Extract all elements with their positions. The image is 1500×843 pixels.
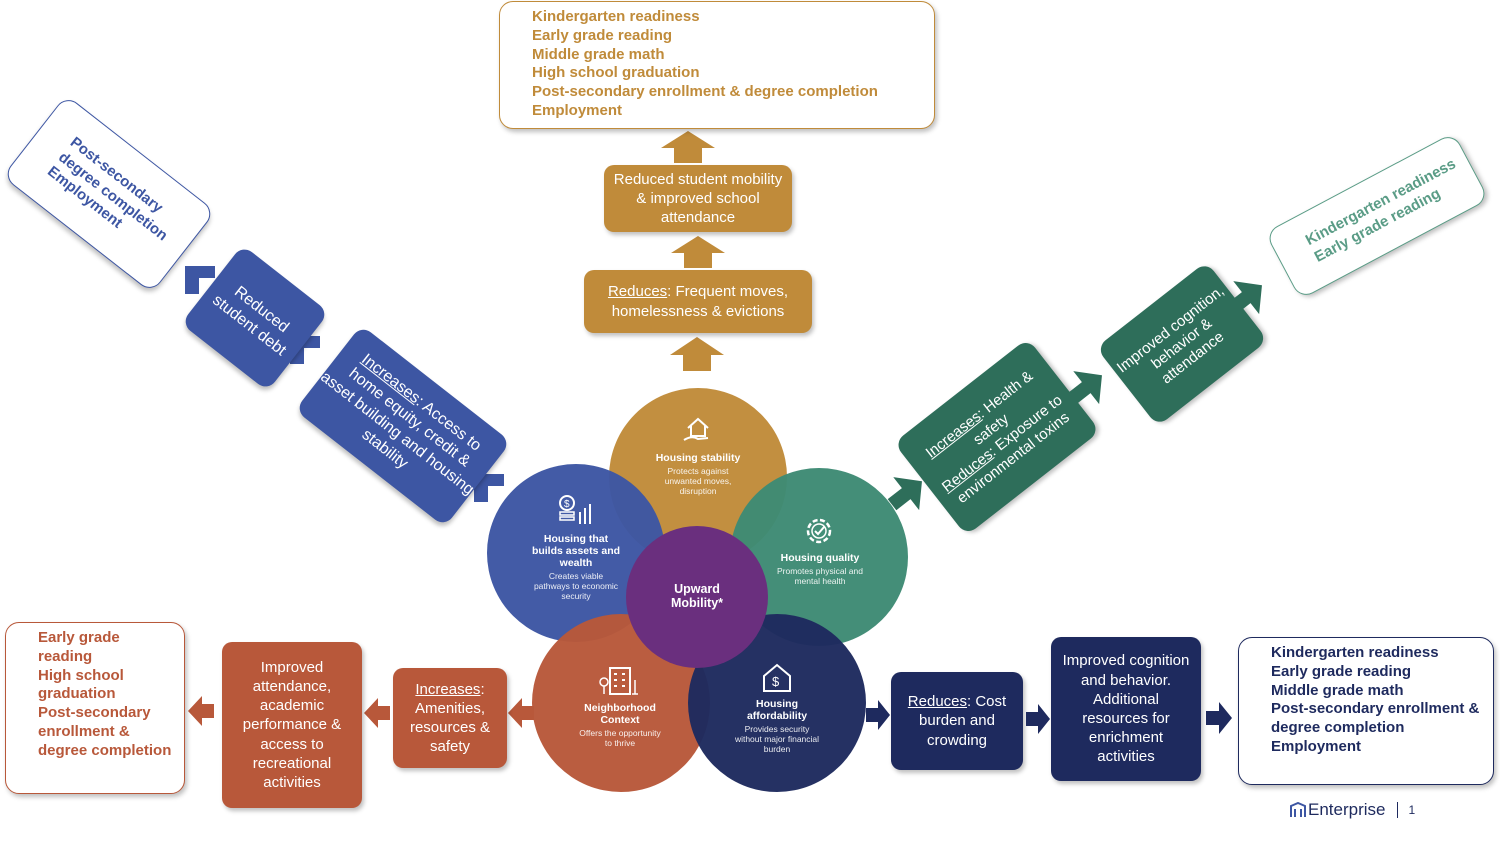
house-hand-icon: [683, 417, 709, 441]
lower-left-increases-box: Increases: Amenities, resources & safety: [393, 668, 507, 768]
arrow-up-icon: [670, 337, 724, 371]
list-item: High school graduation: [38, 666, 124, 703]
arrow-up-left-icon: [185, 266, 215, 294]
list-item: Kindergarten readiness: [1271, 644, 1439, 661]
list-item: High school graduation: [532, 64, 700, 82]
top-mobility-box: Reduced student mobility & improved scho…: [604, 165, 792, 232]
top-outcomes-box: Kindergarten readiness Early grade readi…: [499, 1, 935, 129]
page-number: 1: [1408, 803, 1416, 817]
circle-label-quality: Housing quality Promotes physical and me…: [777, 552, 863, 586]
lower-right-cognition-box: Improved cognition and behavior. Additio…: [1051, 637, 1201, 781]
list-item: Post-secondary enrollment & degree compl…: [1271, 700, 1480, 736]
arrow-right-icon: [1206, 702, 1232, 734]
top-outcomes-list: Kindergarten readiness Early grade readi…: [510, 8, 924, 121]
list-item: Middle grade math: [532, 45, 665, 63]
lower-right-outcomes-list: Kindergarten readiness Early grade readi…: [1249, 644, 1483, 757]
list-item: Early grade reading: [38, 629, 120, 665]
top-reduces-box: Reduces: Frequent moves, homelessness & …: [584, 270, 812, 333]
svg-text:$: $: [564, 499, 570, 510]
upper-right-outcomes-box: Kindergarten readiness Early grade readi…: [1264, 132, 1490, 300]
list-item: Employment: [532, 101, 623, 119]
circle-label-upward-mobility: Upward Mobility*: [670, 582, 724, 611]
brand-name: Enterprise: [1308, 800, 1386, 819]
footer-divider: [1397, 802, 1399, 818]
list-item: Employment: [1271, 737, 1362, 755]
lower-right-outcomes-box: Kindergarten readiness Early grade readi…: [1238, 637, 1494, 785]
lower-left-outcomes-list: Early grade reading High school graduati…: [16, 629, 174, 760]
arrow-left-icon: [364, 698, 390, 728]
house-dollar-icon: $: [763, 663, 791, 692]
arrow-right-icon: [1227, 281, 1262, 315]
lower-right-reduces-box: Reduces: Cost burden and crowding: [891, 672, 1023, 770]
lower-left-attendance-box: Improved attendance, academic performanc…: [222, 642, 362, 808]
circle-label-neighborhood: Neighborhood Context Offers the opportun…: [579, 702, 661, 748]
circle-label-stability: Housing stability Protects against unwan…: [655, 452, 741, 496]
footer: Enterprise 1: [1290, 798, 1450, 822]
arrow-right-icon: [1067, 371, 1102, 405]
arrow-up-icon: [661, 131, 715, 163]
list-item: Kindergarten readiness: [1302, 155, 1459, 250]
circle-label-assets: Housing that builds assets and wealth Cr…: [531, 533, 621, 601]
list-item: Early grade reading: [1271, 662, 1412, 680]
enterprise-logo-icon: [1290, 802, 1306, 817]
arrow-up-left-icon: [474, 474, 504, 502]
svg-text:$: $: [772, 674, 780, 689]
buildings-icon: [599, 667, 638, 695]
arrow-right-icon: [1026, 704, 1050, 734]
upper-left-outcomes-box: Post-secondary degree completion Employm…: [2, 94, 216, 294]
lower-left-outcomes-box: Early grade reading High school graduati…: [5, 622, 185, 794]
arrow-left-icon: [508, 698, 534, 728]
list-item: Middle grade math: [1271, 681, 1404, 699]
upper-left-outcomes-list: Post-secondary degree completion Employm…: [25, 120, 192, 268]
circle-upward-mobility: [626, 526, 768, 668]
coins-growth-icon: $: [559, 495, 591, 524]
arrow-up-icon: [671, 236, 725, 268]
list-item: Kindergarten readiness: [532, 8, 700, 25]
list-item: Early grade reading: [532, 26, 673, 44]
list-item: Post-secondary enrollment & degree compl…: [38, 704, 172, 759]
circle-label-affordability: Housing affordability Provides security …: [734, 698, 820, 754]
arrow-right-icon: [866, 700, 890, 730]
upper-right-outcomes-list: Kindergarten readiness Early grade readi…: [1283, 156, 1468, 278]
gear-check-icon: [806, 518, 832, 544]
arrow-left-icon: [188, 696, 214, 726]
list-item: Post-secondary enrollment & degree compl…: [532, 83, 878, 100]
arrow-right-icon: [887, 477, 922, 511]
